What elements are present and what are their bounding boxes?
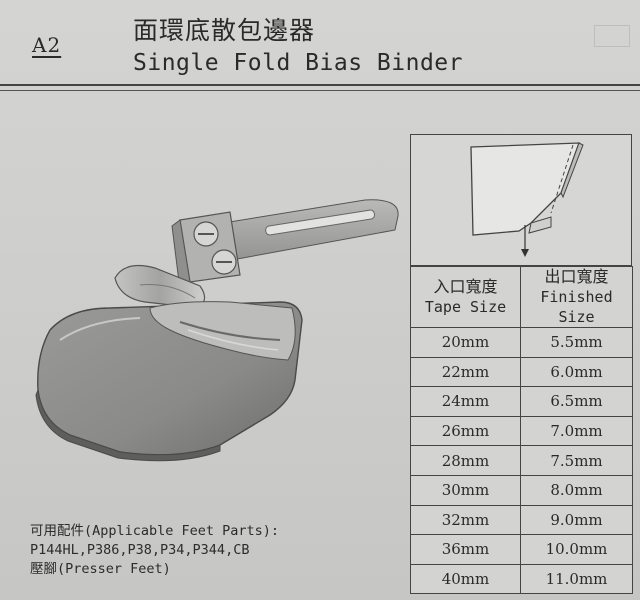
- tape-size-cell: 32mm: [410, 504, 521, 536]
- header-rule-thin: [0, 90, 640, 91]
- notes-line-1: 可用配件(Applicable Feet Parts):: [30, 522, 279, 541]
- tape-size-cell: 28mm: [410, 445, 521, 476]
- finished-size-cell: 8.0mm: [520, 474, 633, 506]
- applicable-parts-label-en: (Applicable Feet Parts):: [84, 523, 280, 539]
- tape-size-cell: 26mm: [410, 415, 521, 447]
- finished-size-cell: 7.0mm: [520, 415, 633, 447]
- presser-feet-label-en: (Presser Feet): [57, 561, 171, 577]
- applicable-parts-list: P144HL,P386,P38,P34,P344,CB: [30, 542, 250, 558]
- presser-feet-label-zh: 壓腳: [30, 561, 57, 577]
- tape-size-cell: 20mm: [410, 327, 521, 358]
- tape-size-cell: 24mm: [410, 386, 521, 417]
- finished-size-cell: 10.0mm: [520, 534, 633, 565]
- tape-size-cell: 36mm: [410, 534, 521, 565]
- tape-size-cell: 22mm: [410, 356, 521, 388]
- finished-size-header-en: Finished Size: [540, 288, 613, 326]
- finished-size-header: 出口寬度 Finished Size: [520, 266, 633, 328]
- bias-binder-attachment-icon: [35, 199, 399, 462]
- tape-size-header-en: Tape Size: [424, 298, 507, 316]
- applicable-parts-label-zh: 可用配件: [30, 523, 84, 539]
- fold-diagram-box: [410, 134, 632, 266]
- applicable-parts-notes: 可用配件(Applicable Feet Parts): P144HL,P386…: [30, 522, 279, 579]
- finished-size-cell: 5.5mm: [520, 327, 633, 358]
- product-title-chinese: 面環底散包邊器: [133, 16, 316, 45]
- tape-size-header: 入口寬度 Tape Size: [410, 266, 521, 328]
- tape-size-cell: 30mm: [410, 474, 521, 506]
- product-title-english: Single Fold Bias Binder: [133, 50, 463, 76]
- tape-size-cell: 40mm: [410, 563, 521, 595]
- finished-size-cell: 6.0mm: [520, 356, 633, 388]
- fold-diagram-icon: [470, 142, 584, 257]
- notes-line-3: 壓腳(Presser Feet): [30, 560, 279, 579]
- table-header-row: 入口寬度 Tape Size 出口寬度 Finished Size: [410, 266, 633, 328]
- finished-size-cell: 9.0mm: [520, 504, 633, 536]
- product-code: A2: [32, 33, 62, 57]
- finished-size-header-zh: 出口寬度: [544, 267, 609, 286]
- finished-size-cell: 7.5mm: [520, 445, 633, 476]
- finished-size-cell: 6.5mm: [520, 386, 633, 417]
- bleed-through-mark: [594, 25, 630, 47]
- finished-size-cell: 11.0mm: [520, 563, 633, 595]
- header-rule: [0, 84, 640, 86]
- tape-size-header-zh: 入口寬度: [433, 277, 498, 296]
